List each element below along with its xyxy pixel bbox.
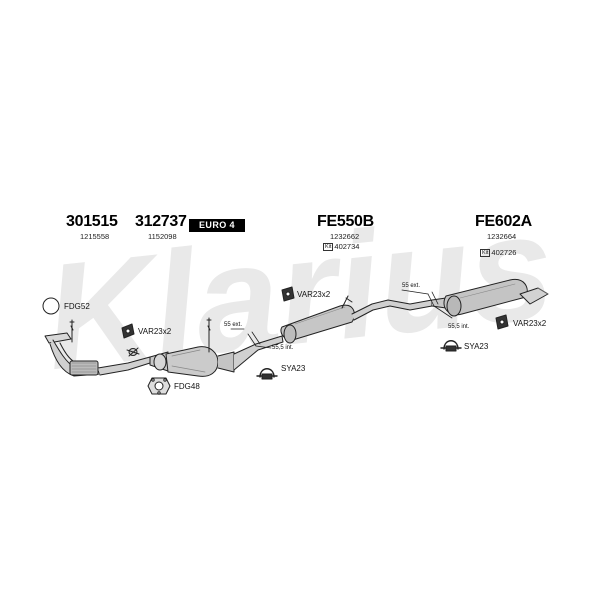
gasket-fdg52: [42, 297, 60, 315]
part-ref-4: 1232664: [487, 232, 517, 241]
hanger-var3: [495, 314, 509, 330]
kit-tag-4: Kit: [480, 249, 491, 257]
label-fdg48: FDG48: [174, 382, 200, 391]
label-var1: VAR23x2: [138, 327, 172, 336]
label-var3: VAR23x2: [513, 319, 547, 328]
kit-number-4: 402726: [491, 248, 517, 257]
kit-number-3: 402734: [334, 242, 360, 251]
part-number-2: 312737: [135, 213, 187, 230]
hanger-var2: [281, 286, 295, 302]
clamp-sya1: [256, 368, 278, 380]
label-sya1: SYA23: [281, 364, 306, 373]
joint-label-1: 55 ext.: [224, 322, 243, 328]
part-number-3: FE550B: [317, 213, 374, 230]
part-number-1: 301515: [66, 213, 118, 230]
part-ref-1: 1215558: [80, 232, 110, 241]
joint-label-3: 55 ext.: [402, 283, 421, 289]
joint-label-2: 55,5 int.: [272, 345, 294, 351]
part-number-4: FE602A: [475, 213, 532, 230]
label-sya2: SYA23: [464, 342, 489, 351]
part-ref-3: 1232662: [330, 232, 360, 241]
catalytic-converter: [149, 317, 284, 377]
joint-label-4: 55,5 int.: [448, 324, 470, 330]
flange-fdg48: [147, 377, 171, 395]
hanger-var1: [121, 323, 135, 339]
kit-tag-3: Kit: [323, 243, 334, 251]
rear-silencer: [431, 278, 549, 317]
euro-badge: EURO 4: [189, 219, 245, 232]
part-ref-2: 1152098: [148, 232, 177, 241]
joint-marker-2: [401, 289, 453, 319]
clamp-sya2: [440, 340, 462, 352]
label-fdg52: FDG52: [64, 302, 90, 311]
label-var2: VAR23x2: [297, 290, 331, 299]
joint-marker-1: [230, 328, 272, 349]
